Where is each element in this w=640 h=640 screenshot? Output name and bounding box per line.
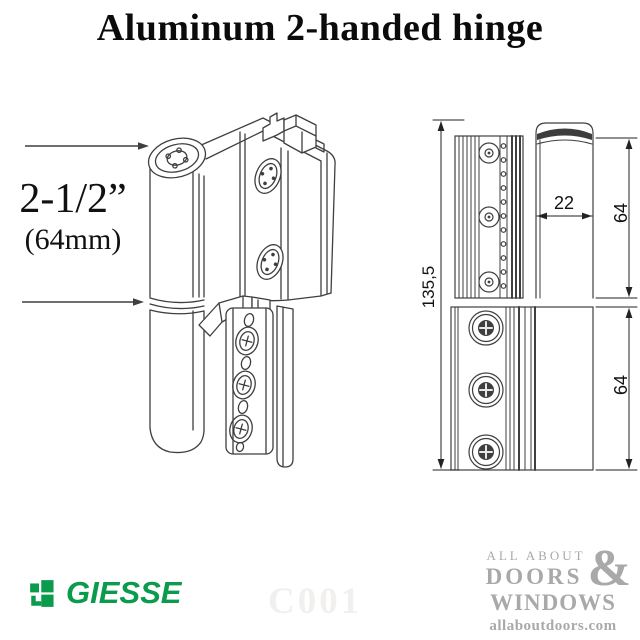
giesse-wordmark: GIESSE	[66, 575, 182, 610]
leaf-screw-3	[468, 434, 504, 470]
dimension-label-barrel-width: 22	[554, 193, 574, 213]
watermark-text: C001	[268, 581, 363, 622]
dimension-total-height: 135,5	[419, 119, 465, 471]
giesse-logo: GIESSE	[29, 575, 182, 610]
leaf-screw-2	[468, 372, 504, 408]
dimension-label-lower-leaf: 64	[611, 375, 631, 395]
dimension-barrel-width: 22	[536, 193, 593, 220]
hinge-side-view: 135,5 22 64 64	[419, 119, 638, 471]
retailer-logo: ALL ABOUT DOORS & WINDOWS allaboutdoors.…	[477, 543, 631, 634]
barrel-cover	[535, 122, 594, 299]
leader-arrow-top-icon	[25, 142, 149, 150]
hinge-isometric-view	[147, 112, 336, 468]
retailer-ampersand: &	[587, 540, 631, 597]
side-plate-edge	[276, 305, 294, 468]
size-mm: (64mm)	[24, 223, 122, 257]
lower-leaf	[450, 306, 594, 471]
leaf-screw-1	[468, 310, 504, 346]
retailer-website: allaboutdoors.com	[489, 618, 617, 634]
upper-barrel	[149, 159, 205, 298]
page-title: Aluminum 2-handed hinge	[96, 7, 544, 49]
dimension-lower-leaf: 64	[595, 306, 638, 471]
dimension-label-upper-leaf: 64	[611, 203, 631, 223]
lower-barrel	[149, 309, 205, 454]
profile-screw	[478, 142, 500, 293]
upper-profile	[454, 135, 524, 299]
pivot-cap	[147, 137, 207, 179]
retailer-line2: DOORS	[485, 564, 583, 589]
size-annotation: 2-1/2” (64mm)	[6, 176, 140, 258]
plate-screw-top	[254, 158, 282, 194]
dimension-label-total-height: 135,5	[419, 266, 438, 309]
retailer-line1: ALL ABOUT	[486, 548, 586, 563]
dimension-upper-leaf: 64	[595, 137, 638, 299]
giesse-logo-mark-icon	[30, 579, 54, 607]
plate-screw-bottom	[256, 244, 284, 280]
screw-channel	[225, 307, 274, 455]
tooth-clip	[262, 112, 325, 154]
leader-arrow-bottom-icon	[22, 298, 144, 306]
retailer-line3: WINDOWS	[490, 590, 616, 615]
barrel-junction	[149, 297, 205, 315]
size-inches: 2-1/2”	[19, 176, 127, 222]
